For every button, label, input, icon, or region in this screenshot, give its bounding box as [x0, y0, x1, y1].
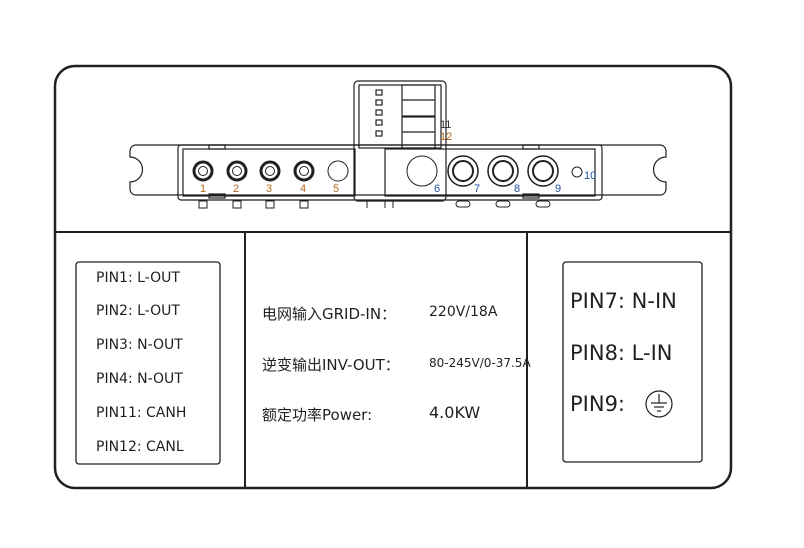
grid-in-value: 220V/18A — [429, 304, 498, 320]
pin-label: 11 — [440, 119, 451, 131]
pin12-label: PIN12: CANL — [96, 439, 184, 455]
pin1-label: PIN1: L-OUT — [96, 270, 180, 286]
pin-label: 9 — [555, 183, 561, 195]
pin2-label: PIN2: L-OUT — [96, 303, 180, 319]
pin9-label: PIN9: — [570, 392, 626, 416]
pin-label: 6 — [434, 183, 440, 195]
inv-out-value: 80-245V/0-37.5A — [429, 356, 531, 370]
pin-label: 12 — [440, 131, 452, 143]
mounting-plate — [129, 144, 667, 201]
power-value: 4.0KW — [429, 403, 481, 422]
inv-out-label: 逆变输出INV-OUT： — [262, 356, 400, 374]
pin-tails — [198, 200, 551, 209]
can-module — [353, 80, 447, 202]
pin-label: 7 — [474, 183, 480, 195]
left-box — [75, 261, 221, 465]
earth-ground-icon — [645, 390, 673, 418]
pin-label: 2 — [233, 183, 239, 195]
outer-frame — [53, 64, 733, 490]
pin-label: 5 — [333, 183, 339, 195]
right-box — [562, 261, 703, 463]
pin8-label: PIN8: L-IN — [570, 341, 673, 365]
pin11-label: PIN11: CANH — [96, 405, 187, 421]
pin-label: 8 — [514, 183, 520, 195]
power-label: 额定功率Power: — [262, 406, 373, 424]
grid-in-label: 电网输入GRID-IN： — [262, 305, 397, 323]
pin-label: 3 — [266, 183, 272, 195]
pin3-label: PIN3: N-OUT — [96, 337, 183, 353]
pin-label: 10 — [584, 170, 596, 182]
pin7-label: PIN7: N-IN — [570, 289, 677, 313]
pin4-label: PIN4: N-OUT — [96, 371, 183, 387]
pin-label: 1 — [200, 183, 206, 195]
pin-label: 4 — [300, 183, 306, 195]
pin-jacks — [192, 155, 583, 187]
